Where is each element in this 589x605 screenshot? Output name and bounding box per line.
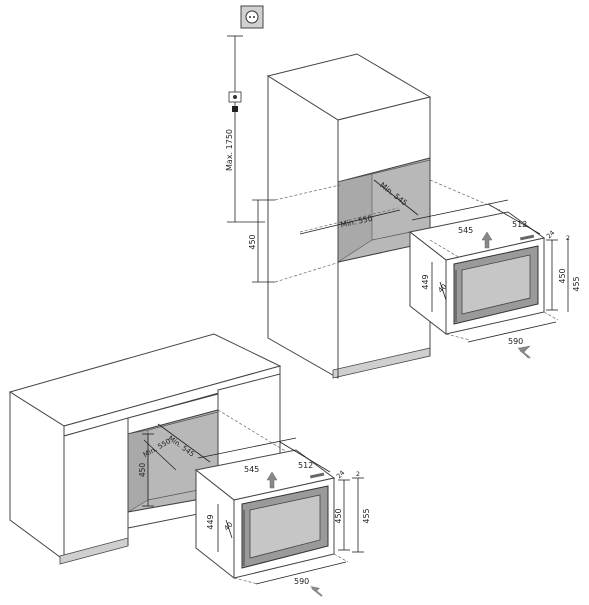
upper-appliance-dimensions: 512 545 449 40 450 455 24 2 590 [411,179,581,346]
upper-small-24-label: 24 [545,229,557,241]
upper-depth-label: 512 [512,220,527,229]
upper-small-2-label: 2 [566,234,570,242]
upper-height-450-label: 450 [558,268,567,283]
lower-side-40-label: 40 [223,521,235,533]
upper-width-590-label: 590 [508,337,523,346]
lower-side-449-label: 449 [206,514,215,529]
upper-side-449-label: 449 [421,274,430,289]
upper-wine-cooler [408,211,546,336]
lower-small-24-label: 24 [335,469,347,481]
arrow-diagonal-icon [517,345,531,359]
lower-height-455-label: 455 [362,508,371,523]
base-cabinet [8,333,282,565]
lower-appliance-dimensions: 512 545 449 40 450 455 24 2 590 [197,437,371,586]
lower-depth-label: 512 [298,461,313,470]
tall-niche-height-label: 450 [248,234,257,249]
upper-height-455-label: 455 [572,276,581,291]
base-niche-height-label: 450 [138,463,147,478]
lower-height-450-label: 450 [334,508,343,523]
arrow-up-icon [266,471,278,489]
lower-top-width-label: 545 [244,465,259,474]
socket-icon [240,5,264,29]
max-height-dimension: Max. 1750 [225,35,265,223]
tall-niche-height-dimension: 450 [248,199,275,283]
plug-icon [228,91,242,118]
lower-width-590-label: 590 [294,577,309,586]
upper-side-40-label: 40 [437,283,449,295]
lower-wine-cooler [194,449,336,580]
max-height-label: Max. 1750 [225,129,234,171]
tall-column-cabinet [266,53,432,379]
upper-top-width-label: 545 [458,226,473,235]
arrow-diagonal-icon [310,586,323,597]
arrow-up-icon [481,231,493,249]
lower-small-2-label: 2 [356,470,360,478]
base-cabinet-left-door [63,417,129,559]
